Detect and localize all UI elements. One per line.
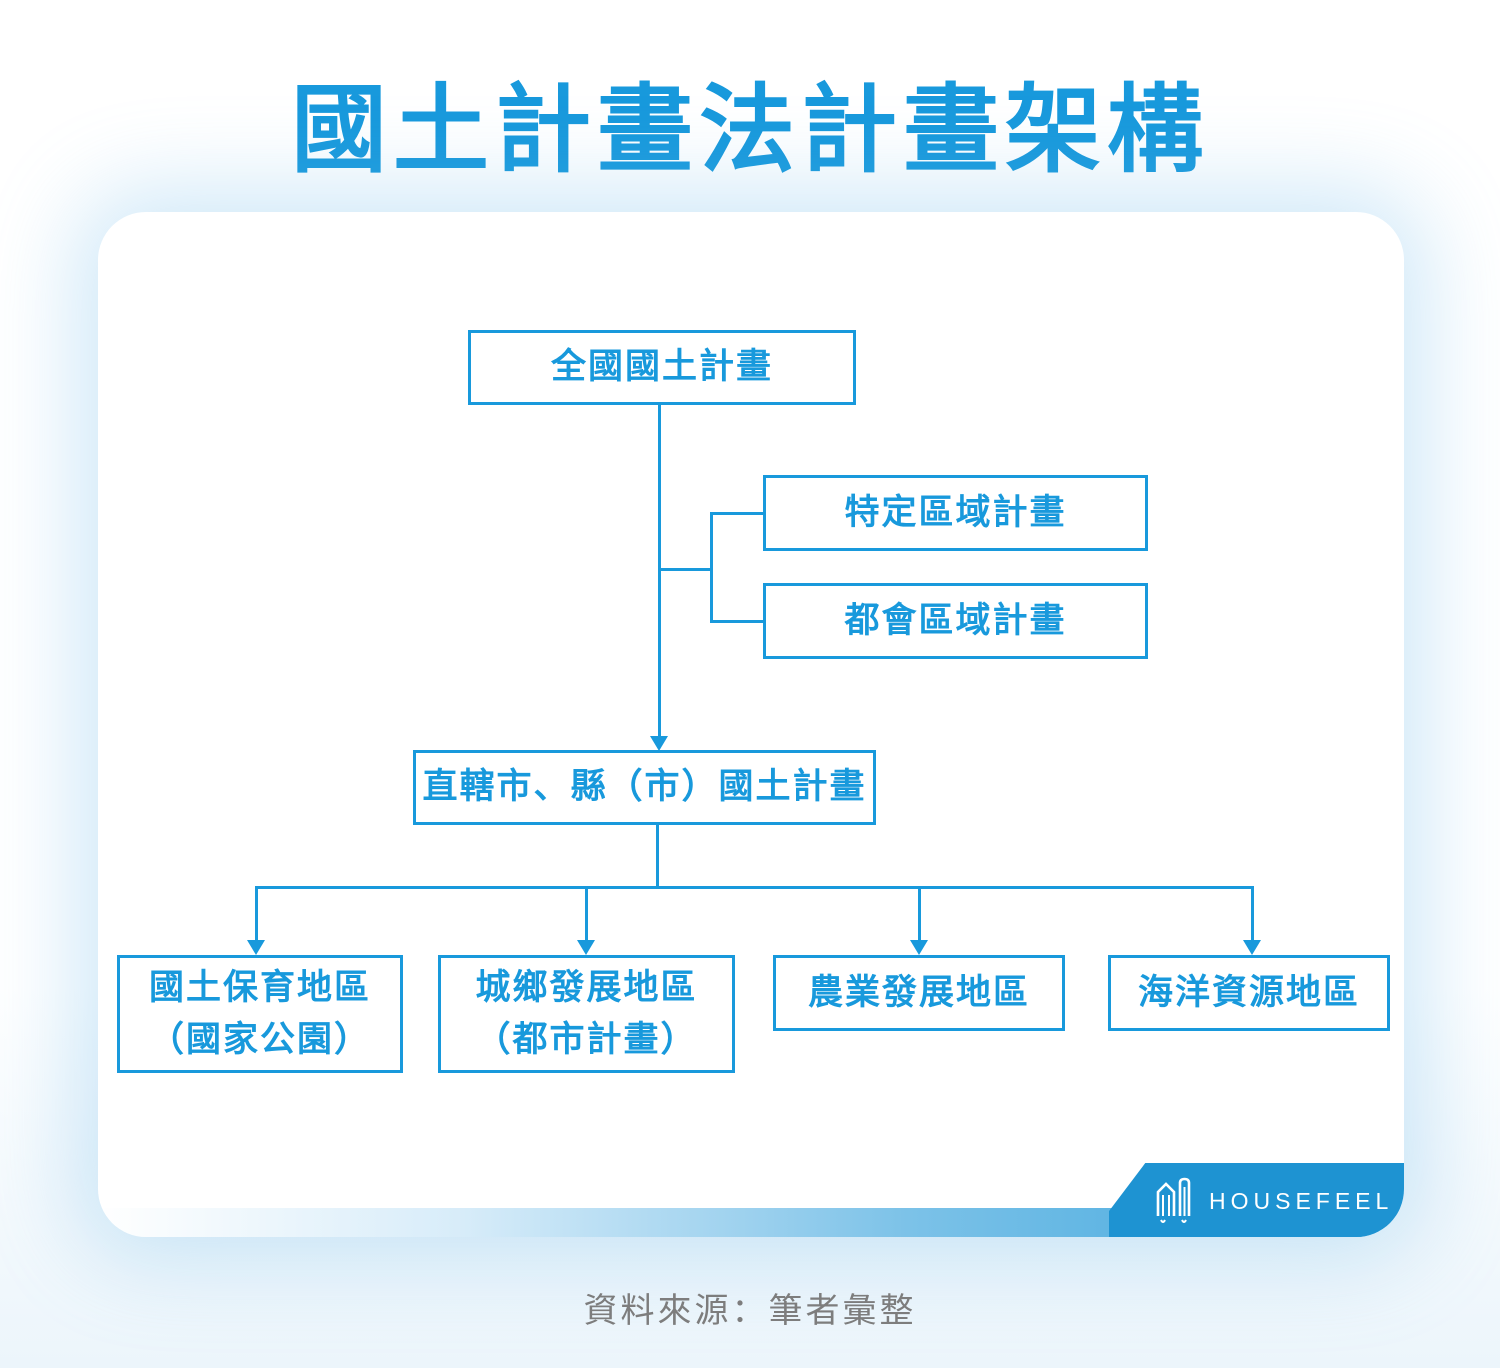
node-conservation-zone: 國土保育地區 （國家公園） — [117, 955, 403, 1073]
diagram-card: 全國國土計畫 特定區域計畫 都會區域計畫 直轄市、縣（市）國土計畫 國土保育地區… — [98, 212, 1404, 1237]
connector-branch-horizontal — [658, 568, 713, 571]
connector-distribution — [256, 886, 1253, 889]
node-metro-region-plan-label: 都會區域計畫 — [844, 600, 1067, 640]
connector-drop-urban-rural — [585, 886, 588, 941]
arrowhead-urban-rural — [577, 940, 595, 955]
connector-drop-agriculture — [918, 886, 921, 941]
node-national-plan-label: 全國國土計畫 — [550, 347, 773, 387]
node-conservation-zone-label: 國土保育地區 — [148, 967, 371, 1007]
connector-county-down — [656, 825, 659, 888]
arrowhead-county — [650, 736, 668, 751]
node-agriculture-zone: 農業發展地區 — [773, 955, 1065, 1031]
page-title: 國土計畫法計畫架構 — [291, 77, 1209, 184]
connector-stub-metro — [710, 620, 763, 623]
node-county-plan: 直轄市、縣（市）國土計畫 — [413, 750, 876, 825]
housefeel-buildings-icon — [1153, 1175, 1199, 1225]
arrowhead-marine — [1243, 940, 1261, 955]
node-county-plan-label: 直轄市、縣（市）國土計畫 — [422, 767, 867, 807]
source-caption: 資料來源：筆者彙整 — [583, 1292, 917, 1330]
node-marine-zone-label: 海洋資源地區 — [1137, 972, 1360, 1012]
brand-ribbon: HOUSEFEEL — [1109, 1163, 1404, 1237]
connector-stub-specific — [710, 512, 763, 515]
connector-national-to-county — [658, 405, 661, 739]
node-national-plan: 全國國土計畫 — [468, 330, 856, 405]
brand-name: HOUSEFEEL — [1209, 1187, 1394, 1214]
node-specific-region-plan: 特定區域計畫 — [763, 475, 1148, 551]
node-urban-rural-zone-label: 城鄉發展地區 — [475, 967, 698, 1007]
node-marine-zone: 海洋資源地區 — [1108, 955, 1390, 1031]
connector-branch-bracket — [710, 512, 713, 623]
arrowhead-agriculture — [910, 940, 928, 955]
connector-drop-marine — [1251, 886, 1254, 941]
connector-drop-conservation — [255, 886, 258, 941]
node-specific-region-plan-label: 特定區域計畫 — [844, 492, 1067, 532]
arrowhead-conservation — [247, 940, 265, 955]
node-metro-region-plan: 都會區域計畫 — [763, 583, 1148, 659]
node-agriculture-zone-label: 農業發展地區 — [807, 972, 1030, 1012]
node-urban-rural-zone: 城鄉發展地區 （都市計畫） — [438, 955, 735, 1073]
node-urban-rural-zone-sublabel: （都市計畫） — [475, 1020, 698, 1059]
node-conservation-zone-sublabel: （國家公園） — [148, 1020, 371, 1059]
